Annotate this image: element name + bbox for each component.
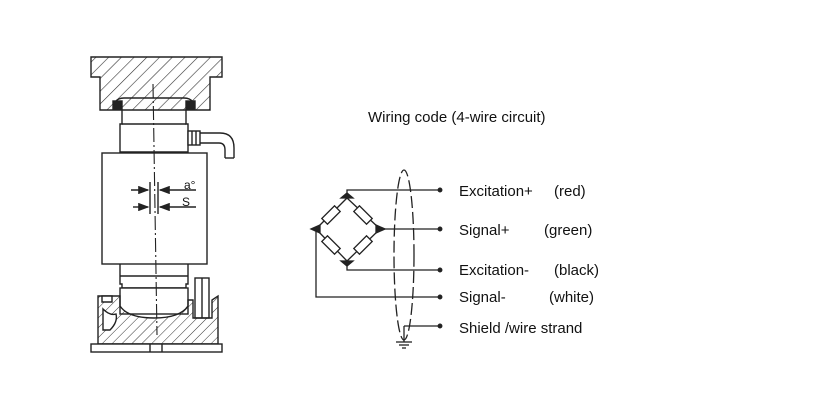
- wire-color: (white): [549, 289, 594, 306]
- base-plate: [90, 343, 223, 353]
- lead-signal-minus: [315, 229, 440, 298]
- wire-name: Excitation+: [459, 183, 533, 200]
- wiring-schematic: [309, 169, 443, 349]
- wire-legend: Excitation+ (red) Signal+ (green) Excita…: [459, 183, 599, 337]
- bridge-circuit: [309, 192, 387, 267]
- dimension-marks: [131, 182, 196, 214]
- wire-color: (red): [554, 183, 586, 200]
- lead-excitation-plus: [346, 189, 440, 198]
- top-cap: [90, 56, 223, 111]
- center-line: [152, 83, 158, 336]
- wire-name: Signal+: [459, 222, 510, 239]
- resistor: [352, 204, 374, 226]
- load-cell-drawing: [90, 56, 235, 353]
- resistor: [320, 204, 342, 226]
- wire-name: Shield /wire strand: [459, 320, 582, 337]
- offset-label: S: [182, 195, 190, 209]
- cable-shield: [393, 169, 415, 341]
- resistor: [352, 234, 374, 256]
- wire-name: Excitation-: [459, 262, 529, 279]
- cell-body: [101, 152, 208, 265]
- bottom-mount: [97, 294, 219, 345]
- wire-name: Signal-: [459, 289, 506, 306]
- cable-gland: [187, 130, 235, 159]
- wire-color: (green): [544, 222, 592, 239]
- angle-label: a°: [184, 178, 196, 192]
- diagram-title: Wiring code (4-wire circuit): [368, 109, 546, 126]
- lead-excitation-minus: [346, 261, 440, 271]
- resistor: [320, 234, 342, 256]
- wire-color: (black): [554, 262, 599, 279]
